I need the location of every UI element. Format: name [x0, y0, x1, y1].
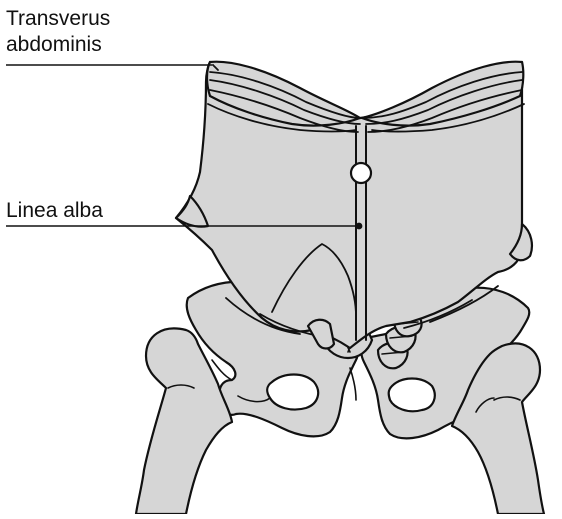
- left-obturator-foramen: [267, 375, 318, 410]
- label-transversus-abdominis-line1: Transverus: [6, 6, 110, 31]
- label-transversus-abdominis-line2: abdominis: [6, 32, 102, 57]
- linea-alba-marker: [357, 224, 362, 229]
- right-obturator-foramen: [389, 379, 435, 412]
- label-linea-alba: Linea alba: [6, 198, 103, 223]
- umbilicus: [351, 163, 371, 183]
